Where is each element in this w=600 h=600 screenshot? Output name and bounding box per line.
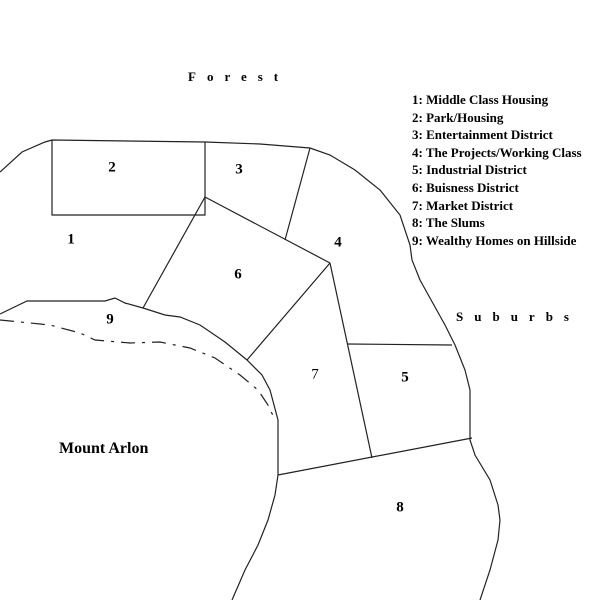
legend-item: 2: Park/Housing bbox=[412, 109, 504, 125]
region-label-3: 3 bbox=[235, 161, 243, 178]
region-6-west-border bbox=[142, 196, 206, 309]
region-label-9: 9 bbox=[106, 311, 114, 328]
region-label-6: 6 bbox=[234, 266, 242, 283]
suburbs-label: Suburbs bbox=[456, 309, 580, 324]
city-boundary-northwest bbox=[0, 139, 501, 600]
region-7-5-border bbox=[329, 262, 373, 459]
legend-item: 8: The Slums bbox=[412, 215, 485, 231]
region-4-5-border bbox=[346, 343, 453, 346]
region-label-7: 7 bbox=[311, 366, 319, 383]
legend-item: 4: The Projects/Working Class bbox=[412, 144, 582, 160]
region-6-7-border bbox=[246, 262, 331, 361]
legend-item: 6: Buisness District bbox=[412, 179, 519, 195]
region-label-1: 1 bbox=[67, 231, 75, 248]
region-label-8: 8 bbox=[396, 499, 404, 516]
legend-item: 3: Entertainment District bbox=[412, 127, 553, 143]
region-3-4-border bbox=[284, 147, 311, 241]
mount-arlon-contour bbox=[0, 319, 276, 421]
map-legend: 1: Middle Class Housing 2: Park/Housing … bbox=[412, 91, 582, 249]
legend-item: 9: Wealthy Homes on Hillside bbox=[412, 232, 577, 248]
region-8-north-border bbox=[277, 437, 473, 476]
mount-arlon-label: Mount Arlon bbox=[59, 440, 149, 457]
region-label-2: 2 bbox=[108, 159, 116, 176]
region-3-6-border bbox=[204, 196, 331, 264]
forest-label: Forest bbox=[188, 69, 290, 84]
region-label-4: 4 bbox=[334, 234, 342, 251]
region-2-border bbox=[51, 140, 206, 216]
legend-item: 7: Market District bbox=[412, 197, 514, 213]
legend-item: 1: Middle Class Housing bbox=[412, 92, 549, 107]
legend-item: 5: Industrial District bbox=[412, 162, 527, 178]
region-9-border bbox=[0, 297, 279, 600]
region-label-5: 5 bbox=[401, 369, 409, 386]
